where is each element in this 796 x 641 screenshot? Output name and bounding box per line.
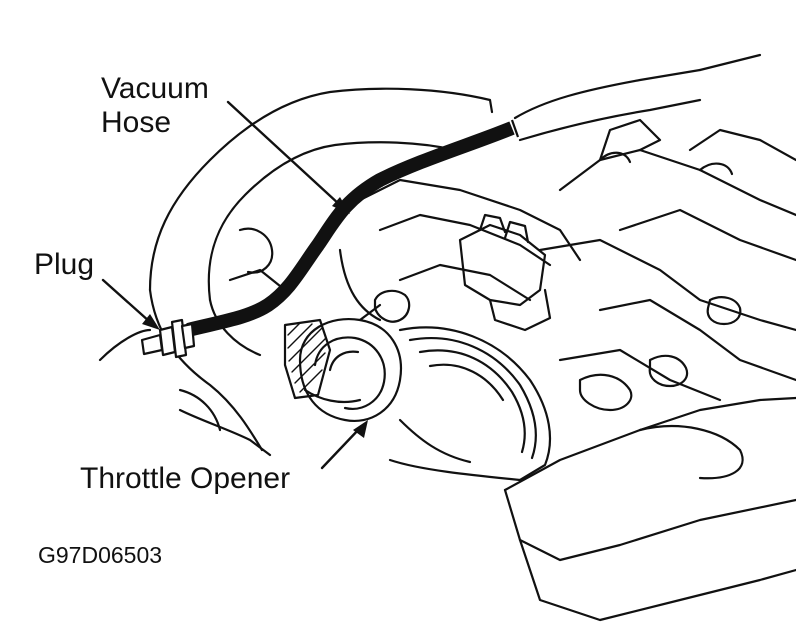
throttle-opener-label: Throttle Opener bbox=[80, 462, 291, 495]
duct-lower-edge bbox=[148, 288, 264, 452]
throttle-body-outer bbox=[398, 326, 552, 482]
vacuum-hose-leader bbox=[226, 100, 342, 207]
plug-fitting bbox=[140, 318, 196, 359]
throttle-opener-arrowhead bbox=[353, 420, 368, 438]
vacuum-hose-label-line2: Hose bbox=[101, 106, 172, 139]
plug-label: Plug bbox=[34, 248, 95, 281]
throttle-body-lower bbox=[388, 458, 522, 482]
engine-block-top bbox=[558, 148, 796, 217]
throttle-opener-leader bbox=[320, 426, 362, 470]
vacuum-hose-shape bbox=[186, 121, 515, 337]
intake-duct-outline bbox=[148, 87, 494, 292]
vacuum-hose-label-line1: Vacuum bbox=[101, 72, 209, 105]
lower-frame bbox=[503, 396, 796, 492]
plug-leader bbox=[101, 278, 152, 324]
upper-tube bbox=[513, 68, 702, 120]
plug-arrowhead bbox=[142, 314, 160, 330]
opener-link bbox=[373, 289, 411, 323]
figure-code: G97D06503 bbox=[38, 542, 163, 568]
connector-block bbox=[458, 223, 547, 307]
opener-bracket bbox=[283, 318, 332, 400]
throttle-opener-body bbox=[298, 317, 403, 423]
